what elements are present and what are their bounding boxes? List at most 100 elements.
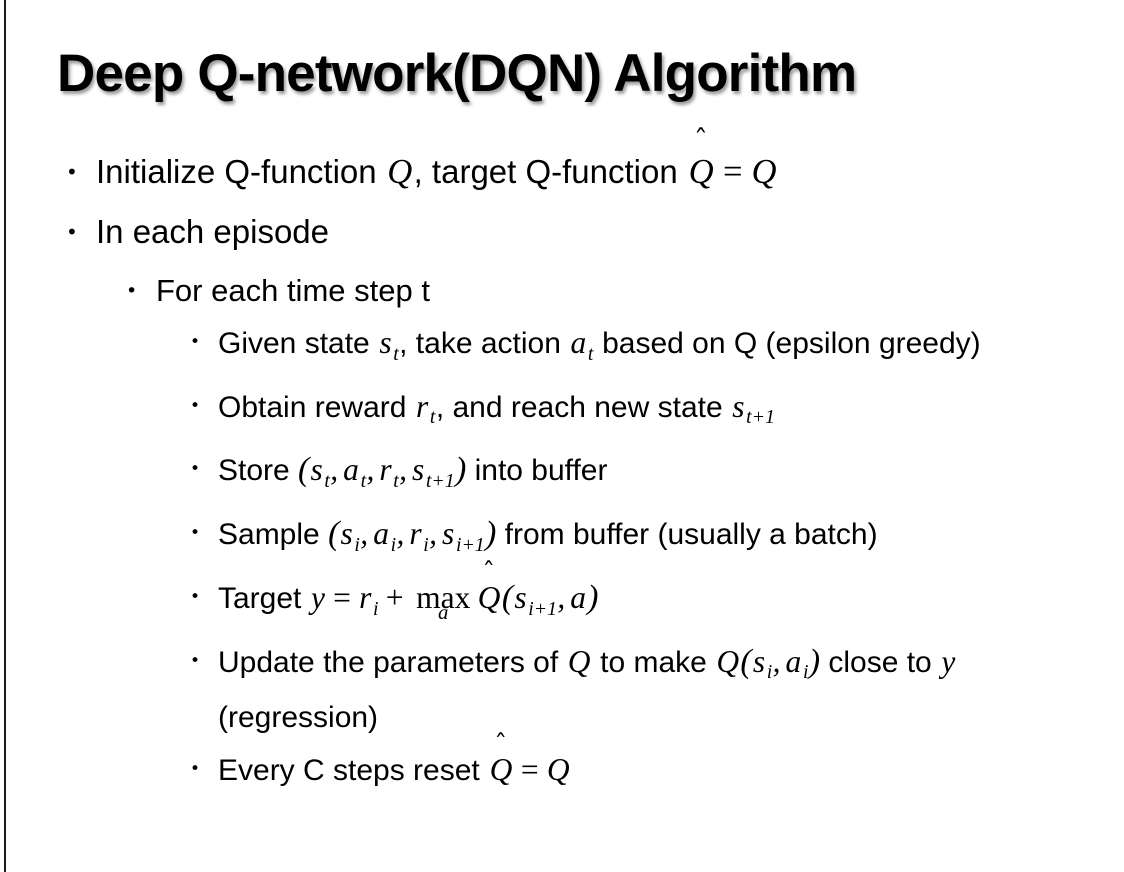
bullet-dot-icon: • (190, 759, 201, 780)
bullet-dot-icon: • (190, 650, 201, 671)
math-variable: s (752, 643, 766, 679)
bullet-dot-icon: • (190, 586, 201, 607)
plain-text: Obtain reward (218, 390, 415, 424)
bullet-text: Sample (si,ai,ri,si+1) from buffer (usua… (218, 511, 1124, 568)
math-variable: r (379, 452, 392, 488)
circumflex-accent: ˆ (494, 730, 508, 761)
math-comma: , (366, 452, 375, 488)
bullet-dot-icon: • (66, 160, 78, 184)
math-variable: s (732, 388, 745, 424)
plain-text: , take action (399, 327, 570, 360)
math-subscript: t (587, 342, 594, 365)
circumflex-accent: ˆ (482, 557, 496, 588)
math-subscript: i (766, 661, 773, 684)
math-subscript: i (390, 533, 397, 556)
plain-text: , and reach new state (435, 390, 731, 424)
math-comma: , (429, 516, 438, 552)
math-variable: a (343, 452, 359, 488)
bullet-given-state-take-action: •Given state st, take action at based on… (0, 320, 1124, 384)
math-max-limit: a (438, 601, 449, 625)
math-subscript: i (354, 533, 360, 556)
plain-text: based on Q (epsilon greedy) (593, 327, 981, 360)
plain-text: into buffer (466, 454, 608, 488)
math-subscript: t (324, 470, 330, 493)
math-subscript: i (372, 597, 379, 620)
bullet-for-each-time-step: • For each time step t (0, 262, 1124, 320)
math-subscript: i+1 (528, 597, 557, 620)
bullet-in-each-episode: • In each episode (0, 202, 1124, 262)
math-comma: , (360, 516, 369, 552)
bullet-initialize-q-function: • Initialize Q-function Q, target Q-funct… (0, 126, 1124, 202)
math-subscript: t (393, 470, 399, 493)
bullet-dot-icon: • (126, 280, 138, 302)
math-subscript: i (423, 533, 429, 556)
math-operator: + (385, 579, 404, 615)
math-subscript: t+1 (425, 470, 455, 493)
math-comma: , (396, 516, 405, 552)
math-variable: s (514, 579, 527, 615)
plain-text: Store (218, 454, 299, 488)
plain-text: Update the parameters of (218, 645, 567, 679)
plain-text: Target (218, 581, 310, 615)
math-variable: s (340, 516, 353, 552)
bullet-dot-icon: • (190, 332, 201, 352)
math-operator: = (520, 752, 539, 788)
math-variable: s (442, 516, 455, 552)
circumflex-accent: ˆ (693, 123, 708, 157)
math-variable: a (373, 516, 389, 552)
bullet-dot-icon: • (66, 220, 78, 244)
plain-text: to make (591, 645, 716, 679)
bullet-dot-icon: • (190, 395, 201, 416)
math-variable: s (379, 325, 392, 360)
bullet-store-into-buffer: • Store (st,at,rt,st+1) into buffer (0, 447, 1124, 511)
math-subscript: i (802, 661, 809, 684)
math-variable: a (785, 643, 802, 679)
math-variable: y (941, 643, 956, 679)
math-operator: = (722, 153, 743, 191)
math-paren: ) (455, 451, 467, 489)
math-variable: s (310, 452, 323, 488)
plain-text: Every C steps reset (218, 754, 489, 788)
math-comma: , (330, 452, 339, 488)
math-comma: , (772, 643, 781, 679)
math-variable: s (412, 452, 425, 488)
math-paren: ) (587, 578, 599, 616)
bullet-list: •Initialize Q-function Q, target Q-funct… (0, 126, 1124, 800)
bullet-text: In each episode (96, 202, 1124, 262)
math-variable: a (570, 325, 587, 360)
bullet-text: Store (st,at,rt,st+1) into buffer (218, 447, 1124, 504)
bullet-update-parameters: •Update the parameters of Q to make Q(si… (0, 639, 1124, 748)
math-variable: Q (716, 643, 740, 679)
page-title: Deep Q-network(DQN) Algorithm (57, 44, 857, 103)
plain-text: Initialize Q-function (96, 153, 386, 190)
math-subscript: t (429, 406, 436, 429)
bullet-dot-icon: • (190, 459, 201, 480)
math-variable: r (416, 388, 429, 424)
slide-left-border (4, 0, 6, 872)
math-paren: ( (501, 578, 514, 616)
plain-text: In each episode (96, 213, 330, 250)
math-variable: r (409, 516, 422, 552)
math-variable: Q (567, 643, 591, 679)
math-subscript: t (393, 342, 399, 365)
math-operator: = (333, 579, 351, 615)
math-subscript: i+1 (455, 533, 485, 556)
math-variable: Q (546, 752, 570, 788)
plain-text: , target Q-function (413, 153, 687, 190)
math-subscript: t (360, 470, 367, 493)
plain-text: from buffer (usually a batch) (496, 518, 878, 552)
math-variable: y (310, 579, 325, 615)
math-comma: , (399, 452, 408, 488)
math-variable: Q (387, 153, 413, 191)
bullet-text: Obtain reward rt, and reach new state st… (218, 384, 1124, 441)
math-variable: r (359, 579, 372, 615)
math-paren: ( (740, 642, 752, 680)
bullet-text: For each time step t (156, 262, 1124, 320)
math-variable: a (570, 579, 587, 615)
